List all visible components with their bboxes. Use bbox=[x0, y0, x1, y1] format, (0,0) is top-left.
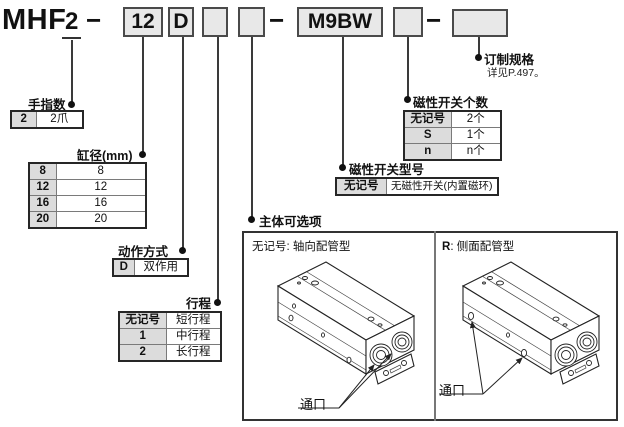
switch-qty-title: 磁性开关个数 bbox=[413, 96, 489, 110]
dash: − bbox=[426, 5, 442, 35]
connector-line bbox=[71, 40, 73, 104]
port-leader-lines bbox=[298, 353, 392, 409]
switch-model-table: 无记号 无磁性开关(内置磁环) bbox=[335, 177, 499, 196]
code-box-action: D bbox=[168, 7, 194, 37]
body-option-divider bbox=[434, 231, 436, 421]
code-finger-digit: 2 bbox=[62, 8, 82, 39]
port-label-axial: 通口 bbox=[300, 397, 327, 412]
option-code: 无记号 bbox=[118, 311, 167, 329]
connector-line bbox=[478, 37, 480, 57]
code-box-stroke bbox=[202, 7, 228, 37]
action-type-table: D 双作用 bbox=[112, 258, 189, 277]
gripper-drawing-side bbox=[439, 261, 601, 395]
gripper-drawing-axial bbox=[276, 261, 416, 409]
finger-count-title: 手指数 bbox=[28, 98, 66, 112]
side-ports bbox=[467, 311, 528, 358]
port-label-side: 通口 bbox=[439, 383, 466, 398]
switch-qty-table: 无记号 2个 S 1个 n n个 bbox=[403, 110, 502, 161]
callout-bullet bbox=[248, 216, 255, 223]
callout-bullet bbox=[68, 101, 75, 108]
connector-line bbox=[182, 37, 184, 250]
option-code: 2 bbox=[10, 110, 37, 129]
option-label: n个 bbox=[450, 143, 502, 161]
option-code: 无记号 bbox=[403, 110, 452, 128]
bore-size-title: 缸径(mm) bbox=[77, 149, 133, 163]
callout-bullet bbox=[179, 247, 186, 254]
option-label: 无磁性开关(内置磁环) bbox=[385, 177, 499, 196]
option-code: 16 bbox=[28, 195, 57, 212]
option-label: 2个 bbox=[450, 110, 502, 128]
code-box-made-to-order bbox=[452, 9, 508, 37]
callout-bullet bbox=[214, 299, 221, 306]
option-code: n bbox=[403, 143, 452, 161]
option-code: 无记号 bbox=[335, 177, 387, 196]
option-code: 2 bbox=[118, 344, 167, 362]
connector-line bbox=[217, 37, 219, 302]
connector-line bbox=[251, 37, 253, 219]
option-code: 8 bbox=[28, 162, 57, 180]
option-code: 1 bbox=[118, 328, 167, 345]
code-box-bore: 12 bbox=[123, 7, 163, 37]
made-to-order-note: 详见P.497。 bbox=[487, 67, 545, 79]
option-label: 中行程 bbox=[165, 328, 222, 345]
dash: − bbox=[86, 5, 102, 35]
connector-line bbox=[142, 37, 144, 154]
option-label: 8 bbox=[55, 162, 147, 180]
gripper-body bbox=[276, 261, 416, 385]
connector-line bbox=[342, 37, 344, 167]
code-box-switch-qty bbox=[393, 7, 423, 37]
made-to-order-title: 订制规格 bbox=[484, 53, 535, 67]
option-code: 20 bbox=[28, 211, 57, 229]
axial-piping-label: 无记号: 轴向配管型 bbox=[252, 241, 351, 253]
finger-count-table: 2 2爪 bbox=[10, 110, 84, 129]
stroke-title: 行程 bbox=[186, 297, 212, 311]
option-code: S bbox=[403, 127, 452, 144]
switch-model-title: 磁性开关型号 bbox=[349, 163, 425, 177]
callout-bullet bbox=[404, 96, 411, 103]
option-label: 1个 bbox=[450, 127, 502, 144]
port-leader-lines bbox=[439, 321, 523, 395]
side-piping-code: R bbox=[442, 241, 451, 253]
stroke-table: 无记号 短行程 1 中行程 2 长行程 bbox=[118, 311, 222, 362]
code-box-switch: M9BW bbox=[297, 7, 383, 37]
option-label: 短行程 bbox=[165, 311, 222, 329]
gripper-body bbox=[461, 261, 601, 385]
side-piping-text: : 侧面配管型 bbox=[450, 241, 515, 253]
action-type-title: 动作方式 bbox=[118, 245, 169, 259]
option-label: 双作用 bbox=[133, 258, 189, 277]
option-label: 20 bbox=[55, 211, 147, 229]
bore-size-table: 8 8 12 12 16 16 20 20 bbox=[28, 162, 147, 229]
dash: − bbox=[269, 5, 285, 35]
option-label: 长行程 bbox=[165, 344, 222, 362]
option-label: 12 bbox=[55, 179, 147, 196]
option-label: 2爪 bbox=[35, 110, 84, 129]
option-code: D bbox=[112, 258, 135, 277]
option-label: 16 bbox=[55, 195, 147, 212]
side-piping-label: R: 侧面配管型 bbox=[442, 238, 514, 254]
callout-bullet bbox=[139, 151, 146, 158]
connector-line bbox=[407, 37, 409, 99]
callout-bullet bbox=[339, 164, 346, 171]
option-code: 12 bbox=[28, 179, 57, 196]
callout-bullet bbox=[475, 54, 482, 61]
code-prefix: MHF bbox=[2, 4, 67, 36]
code-box-body-option bbox=[238, 7, 265, 37]
body-option-title: 主体可选项 bbox=[259, 215, 322, 229]
